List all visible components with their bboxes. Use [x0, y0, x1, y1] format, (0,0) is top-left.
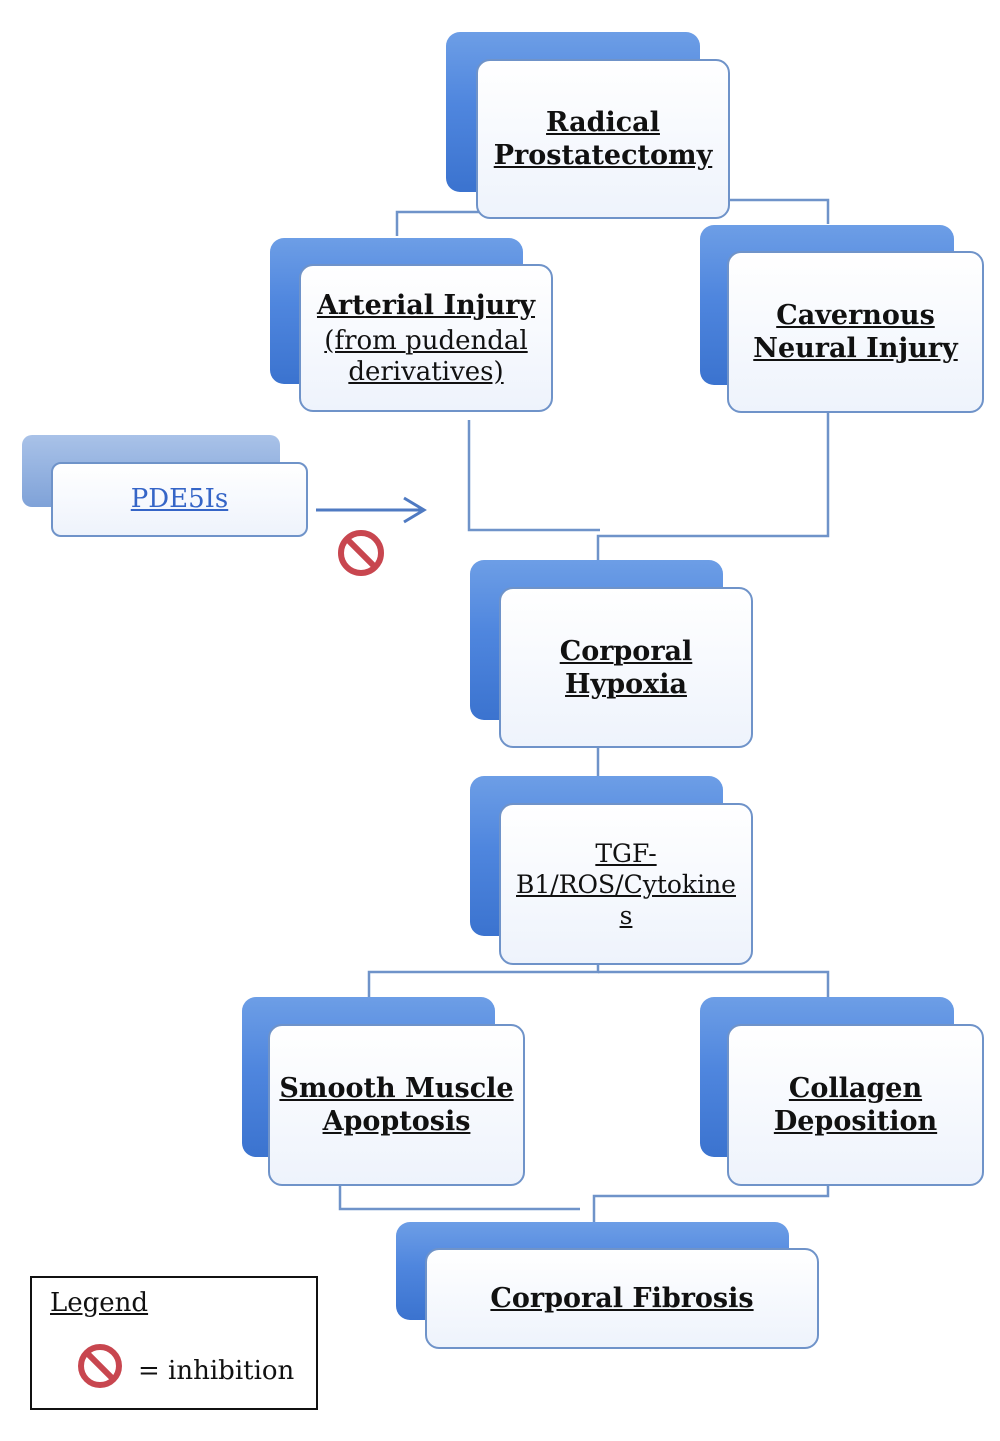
- legend-inhibition-label: = inhibition: [138, 1356, 295, 1386]
- connector-arterial-merge: [467, 420, 600, 532]
- connector-tgf-smooth: [367, 965, 600, 997]
- connector-collagen-fibrosis: [592, 1186, 830, 1222]
- node-corporal-fibrosis: Corporal Fibrosis: [396, 1222, 819, 1349]
- inhibition-icon: [338, 530, 384, 576]
- smooth-muscle-apoptosis-line1: Smooth Muscle: [279, 1073, 514, 1104]
- collagen-deposition-line2: Deposition: [773, 1106, 938, 1137]
- corporal-fibrosis-label: Corporal Fibrosis: [490, 1283, 754, 1314]
- connector-tgf-collagen: [598, 970, 830, 997]
- pde5is-arrow: [316, 496, 427, 524]
- tgf-line2: B1/ROS/Cytokine: [516, 869, 736, 899]
- corporal-hypoxia-line1: Corporal: [559, 635, 693, 667]
- connector-cavernous-merge: [596, 412, 830, 560]
- tgf-line3: s: [619, 900, 633, 930]
- corporal-hypoxia-line2: Hypoxia: [565, 668, 687, 700]
- radical-prostatectomy-line2: Prostatectomy: [493, 140, 713, 171]
- node-corporal-hypoxia: Corporal Hypoxia: [470, 560, 753, 748]
- node-tgf-ros-cytokines: TGF- B1/ROS/Cytokine s: [470, 776, 753, 965]
- collagen-deposition-line1: Collagen: [788, 1073, 923, 1104]
- node-radical-prostatectomy: Radical Prostatectomy: [446, 32, 730, 220]
- arterial-injury-title: Arterial Injury: [316, 289, 536, 321]
- tgf-line1: TGF-: [595, 838, 657, 868]
- cavernous-neural-injury-line2: Neural Injury: [753, 333, 958, 364]
- cavernous-neural-injury-line1: Cavernous: [776, 300, 935, 331]
- connector-smooth-fibrosis: [338, 1186, 580, 1211]
- arterial-injury-detail-2: derivatives): [348, 356, 504, 387]
- node-pde5is: PDE5Is: [22, 435, 308, 537]
- node-collagen-deposition: Collagen Deposition: [700, 997, 984, 1186]
- arterial-injury-detail-1: (from pudendal: [324, 325, 528, 356]
- legend-title: Legend: [50, 1288, 149, 1318]
- legend: Legend = inhibition: [30, 1276, 318, 1410]
- node-arterial-injury: Arterial Injury (from pudendal derivativ…: [270, 238, 553, 412]
- smooth-muscle-apoptosis-line2: Apoptosis: [322, 1106, 471, 1137]
- pde5is-label: PDE5Is: [130, 484, 229, 514]
- radical-prostatectomy-line1: Radical: [546, 107, 660, 138]
- legend-inhibition-icon: [78, 1344, 122, 1388]
- node-smooth-muscle-apoptosis: Smooth Muscle Apoptosis: [242, 997, 525, 1186]
- node-cavernous-neural-injury: Cavernous Neural Injury: [700, 225, 984, 413]
